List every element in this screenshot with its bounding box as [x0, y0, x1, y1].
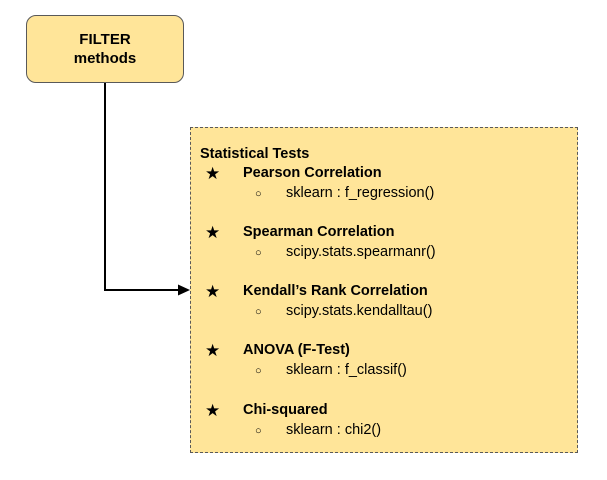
circle-bullet-icon: ○	[255, 365, 262, 377]
circle-bullet-icon: ○	[255, 188, 262, 200]
test-function: sklearn : f_regression()	[286, 185, 435, 201]
star-icon: ★	[205, 164, 221, 183]
star-icon: ★	[205, 223, 221, 242]
test-function: scipy.stats.spearmanr()	[286, 244, 436, 260]
arrowhead-icon	[178, 284, 190, 296]
test-function: sklearn : f_classif()	[286, 362, 407, 378]
test-name: Kendall’s Rank Correlation	[243, 283, 428, 299]
test-name: Pearson Correlation	[243, 165, 382, 181]
circle-bullet-icon: ○	[255, 306, 262, 318]
test-name: ANOVA (F-Test)	[243, 342, 350, 358]
test-name: Spearman Correlation	[243, 224, 395, 240]
filter-node-line2: methods	[73, 50, 137, 67]
test-name: Chi-squared	[243, 402, 328, 418]
connector-line	[104, 83, 178, 291]
star-icon: ★	[205, 341, 221, 360]
circle-bullet-icon: ○	[255, 247, 262, 259]
tests-title: Statistical Tests	[200, 146, 310, 162]
filter-methods-node: FILTER methods	[26, 15, 184, 83]
test-function: sklearn : chi2()	[286, 422, 382, 438]
test-function: scipy.stats.kendalltau()	[286, 303, 433, 319]
star-icon: ★	[205, 401, 221, 420]
statistical-tests-node: Statistical Tests ★ Pearson Correlation …	[190, 127, 578, 453]
circle-bullet-icon: ○	[255, 425, 262, 437]
filter-node-line1: FILTER	[79, 31, 131, 48]
star-icon: ★	[205, 282, 221, 301]
